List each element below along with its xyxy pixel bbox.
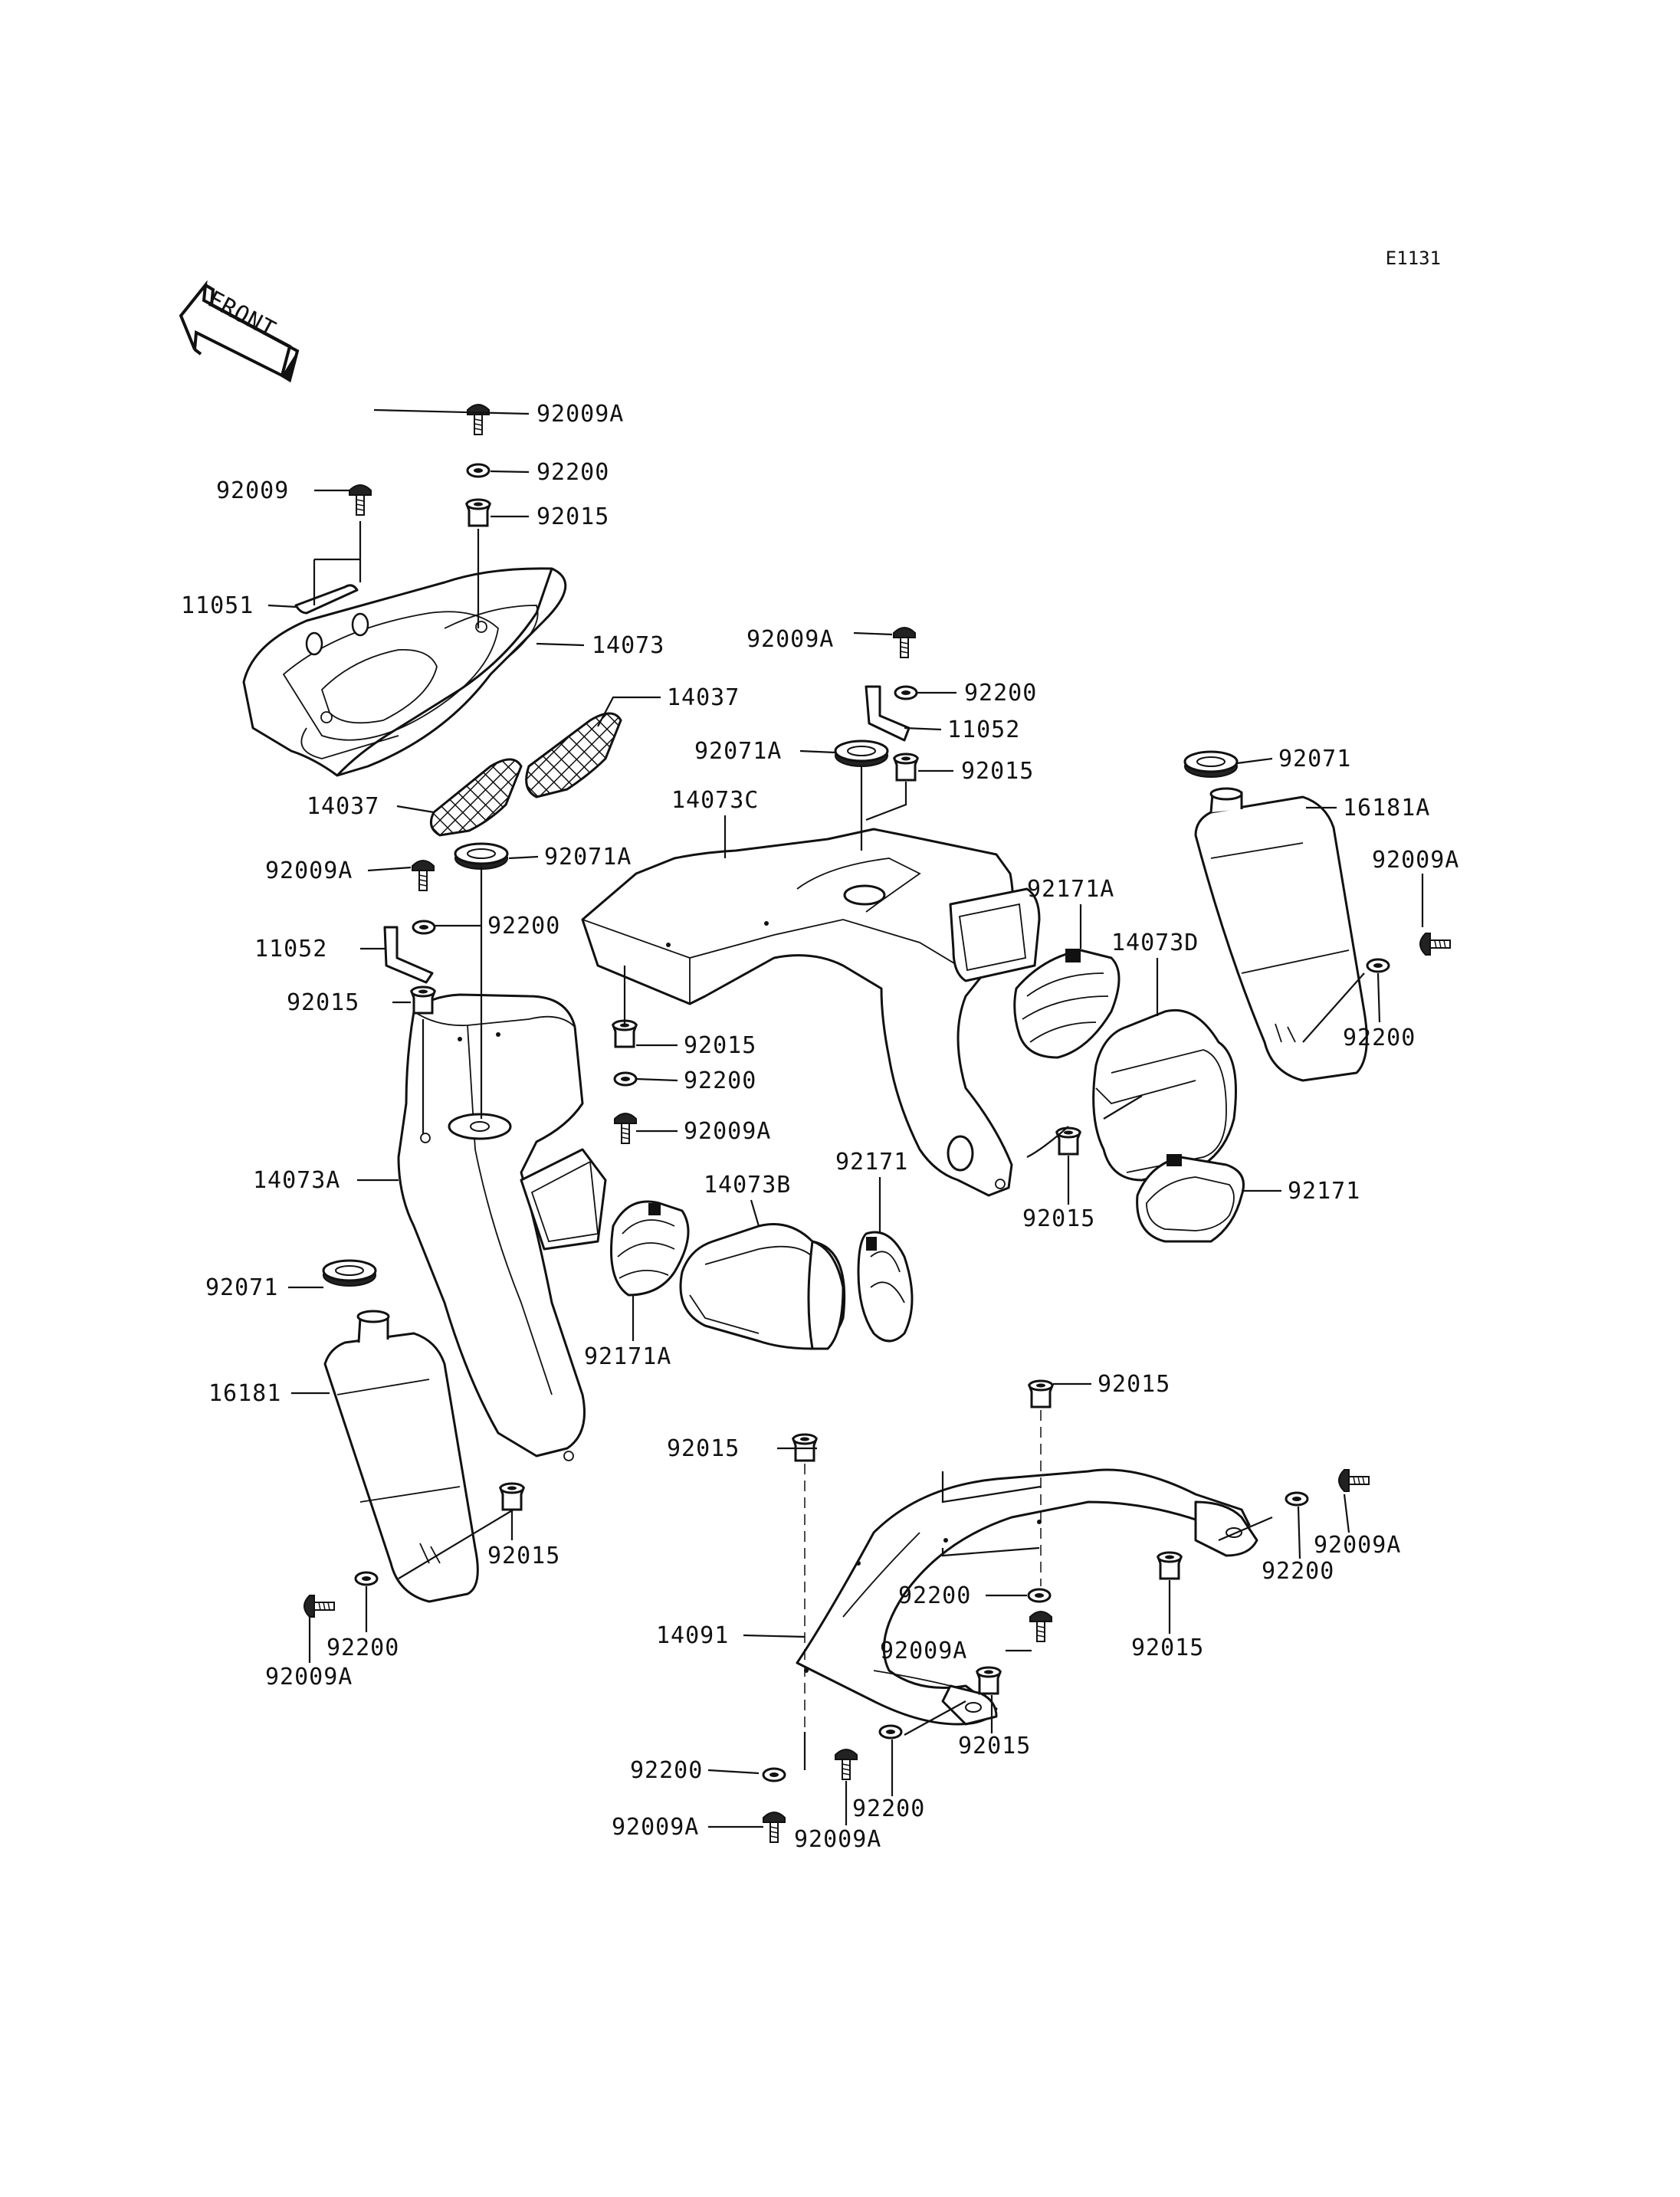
- clamp-92171A-lower: [610, 1200, 690, 1297]
- label-14073A[interactable]: 14073A: [253, 1167, 340, 1194]
- tube-14073B: [679, 1223, 846, 1350]
- label-92009A[interactable]: 92009A: [612, 1814, 699, 1841]
- tank-16181A: [1194, 787, 1368, 1082]
- label-92015[interactable]: 92015: [536, 503, 609, 530]
- clamp-92171A-upper: [1013, 949, 1121, 1059]
- label-92009[interactable]: 92009: [216, 477, 289, 504]
- label-92009A[interactable]: 92009A: [1314, 1532, 1401, 1559]
- label-92071A[interactable]: 92071A: [544, 844, 632, 871]
- label-92009A[interactable]: 92009A: [880, 1638, 967, 1664]
- label-14037[interactable]: 14037: [307, 793, 379, 820]
- label-14073[interactable]: 14073: [592, 632, 664, 659]
- label-92200[interactable]: 92200: [630, 1757, 703, 1784]
- label-16181A[interactable]: 16181A: [1343, 795, 1430, 821]
- label-92171A[interactable]: 92171A: [1027, 876, 1114, 903]
- label-14073C[interactable]: 14073C: [671, 787, 759, 814]
- label-92009A[interactable]: 92009A: [746, 626, 834, 653]
- label-92071[interactable]: 92071: [205, 1274, 278, 1301]
- label-11051[interactable]: 11051: [181, 592, 254, 619]
- label-92009A[interactable]: 92009A: [684, 1118, 771, 1145]
- label-16181[interactable]: 16181: [208, 1380, 281, 1407]
- bracket-11052-left: [383, 926, 434, 984]
- tube-14073D: [1092, 1008, 1237, 1182]
- label-92015[interactable]: 92015: [684, 1032, 756, 1059]
- part-labels: 92009A 92200 92009 92015 11051 14073 140…: [181, 401, 1459, 1853]
- clamp-92171-right: [1136, 1154, 1245, 1243]
- label-92009A[interactable]: 92009A: [265, 1664, 353, 1690]
- label-92200[interactable]: 92200: [852, 1795, 925, 1822]
- air-duct-14073C: [581, 828, 1041, 1197]
- label-92015[interactable]: 92015: [287, 989, 359, 1016]
- leader-lines: [267, 408, 1424, 1828]
- bracket-14091: [796, 1468, 1258, 1726]
- label-92009A[interactable]: 92009A: [265, 857, 353, 884]
- label-11052[interactable]: 11052: [254, 936, 327, 962]
- label-92015[interactable]: 92015: [1022, 1205, 1095, 1232]
- label-14091[interactable]: 14091: [656, 1622, 729, 1649]
- label-92171[interactable]: 92171: [1288, 1178, 1360, 1205]
- label-92200[interactable]: 92200: [536, 459, 609, 486]
- label-92009A[interactable]: 92009A: [1372, 847, 1459, 874]
- tank-16181: [323, 1310, 479, 1603]
- label-92015[interactable]: 92015: [667, 1435, 740, 1462]
- front-arrow-icon: FRONT: [179, 280, 300, 383]
- label-92071A[interactable]: 92071A: [694, 738, 782, 765]
- label-92009A[interactable]: 92009A: [536, 401, 624, 428]
- label-92071[interactable]: 92071: [1278, 746, 1351, 772]
- air-duct-14073: [242, 567, 567, 777]
- label-92015[interactable]: 92015: [958, 1733, 1031, 1759]
- label-92200[interactable]: 92200: [898, 1582, 971, 1609]
- label-92009A[interactable]: 92009A: [794, 1826, 881, 1853]
- mesh-14037-right: [525, 712, 622, 798]
- label-92015[interactable]: 92015: [1098, 1371, 1170, 1398]
- bracket-11051: [294, 584, 369, 656]
- label-92200[interactable]: 92200: [326, 1635, 399, 1661]
- label-14073B[interactable]: 14073B: [704, 1172, 791, 1199]
- label-92015[interactable]: 92015: [1131, 1635, 1204, 1661]
- label-92200[interactable]: 92200: [684, 1067, 756, 1094]
- label-92171[interactable]: 92171: [835, 1149, 908, 1176]
- label-92200[interactable]: 92200: [1343, 1025, 1416, 1051]
- mesh-14037-left: [429, 758, 523, 837]
- label-92015[interactable]: 92015: [961, 758, 1034, 785]
- label-92200[interactable]: 92200: [487, 913, 560, 939]
- label-14037[interactable]: 14037: [667, 684, 740, 711]
- label-14073D[interactable]: 14073D: [1111, 930, 1199, 956]
- label-92171A[interactable]: 92171A: [584, 1343, 671, 1370]
- label-11052[interactable]: 11052: [947, 716, 1020, 743]
- diagram-code: E1131: [1386, 248, 1441, 269]
- air-duct-14073A: [397, 993, 607, 1461]
- label-92200[interactable]: 92200: [1262, 1558, 1334, 1585]
- label-92200[interactable]: 92200: [964, 680, 1037, 707]
- label-92015[interactable]: 92015: [487, 1543, 560, 1569]
- clamp-92171-center: [857, 1231, 914, 1343]
